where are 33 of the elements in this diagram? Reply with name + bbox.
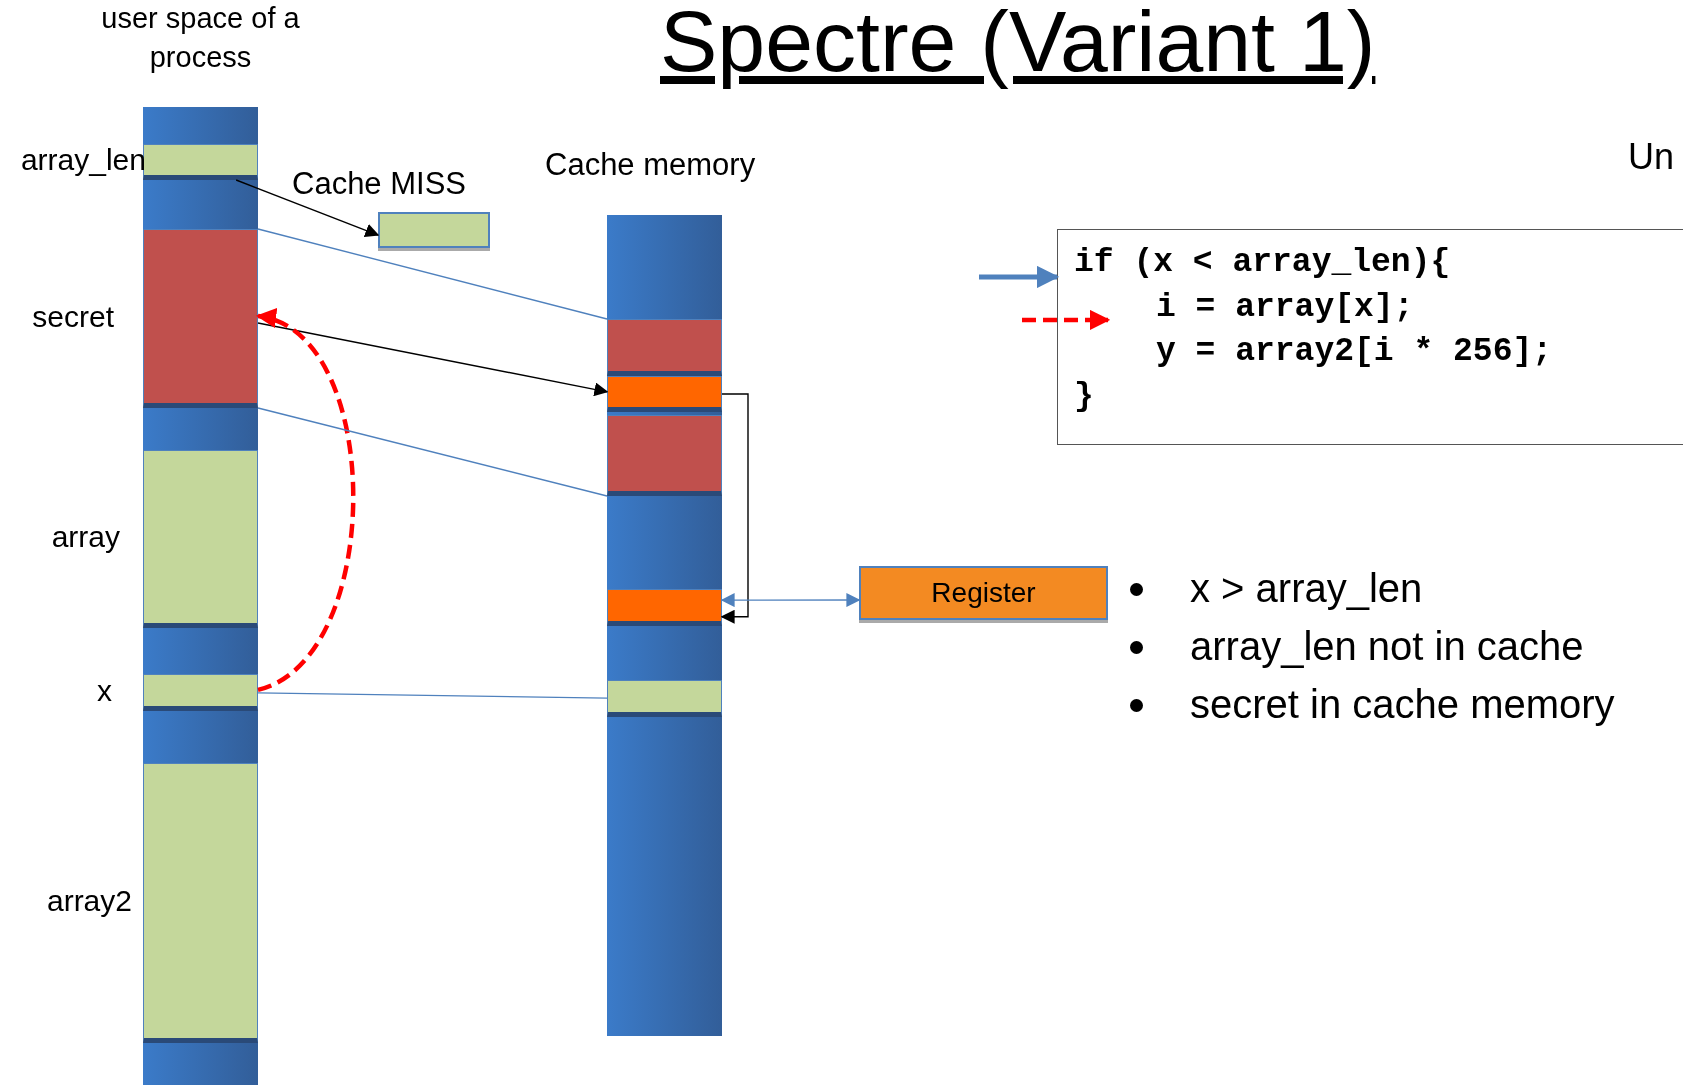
cache-block xyxy=(607,589,722,626)
arrow xyxy=(979,265,1060,289)
bullet-item: secret in cache memory xyxy=(1190,682,1615,727)
cache-block xyxy=(607,415,722,496)
register-label: Register xyxy=(930,577,1037,609)
heading-label: user space of a process xyxy=(100,1,301,76)
register-box xyxy=(859,566,1108,620)
mapping-line xyxy=(257,228,608,320)
cut-off-text: Un xyxy=(1628,136,1675,178)
title: Spectre (Variant 1) xyxy=(660,0,1376,91)
cache-block xyxy=(607,376,722,412)
mapping-line xyxy=(257,407,608,497)
arrow xyxy=(1022,309,1111,331)
variable-label: x xyxy=(97,673,112,708)
bullet-item: x > array_len xyxy=(1190,566,1423,611)
cache-block xyxy=(607,680,722,717)
mapping-line xyxy=(257,692,608,699)
arrow xyxy=(257,322,609,397)
code-line: } xyxy=(1074,377,1094,415)
arrow xyxy=(720,393,749,624)
heading-label: Cache MISS xyxy=(292,166,466,202)
variable-label: array2 xyxy=(46,884,132,918)
code-line: if (x < array_len){ xyxy=(1074,244,1451,281)
variable-label: secret xyxy=(32,299,114,334)
variable-label: array xyxy=(51,520,120,554)
arrow xyxy=(235,179,380,237)
code-line: y = array2[i * 256]; xyxy=(1156,333,1553,370)
arrow xyxy=(720,593,861,608)
bullet-item: array_len not in cache xyxy=(1190,624,1584,669)
code-line: i = array[x]; xyxy=(1156,288,1414,326)
heading-label: Cache memory xyxy=(545,147,756,183)
code-box xyxy=(1057,229,1683,445)
cache-block xyxy=(607,319,722,376)
